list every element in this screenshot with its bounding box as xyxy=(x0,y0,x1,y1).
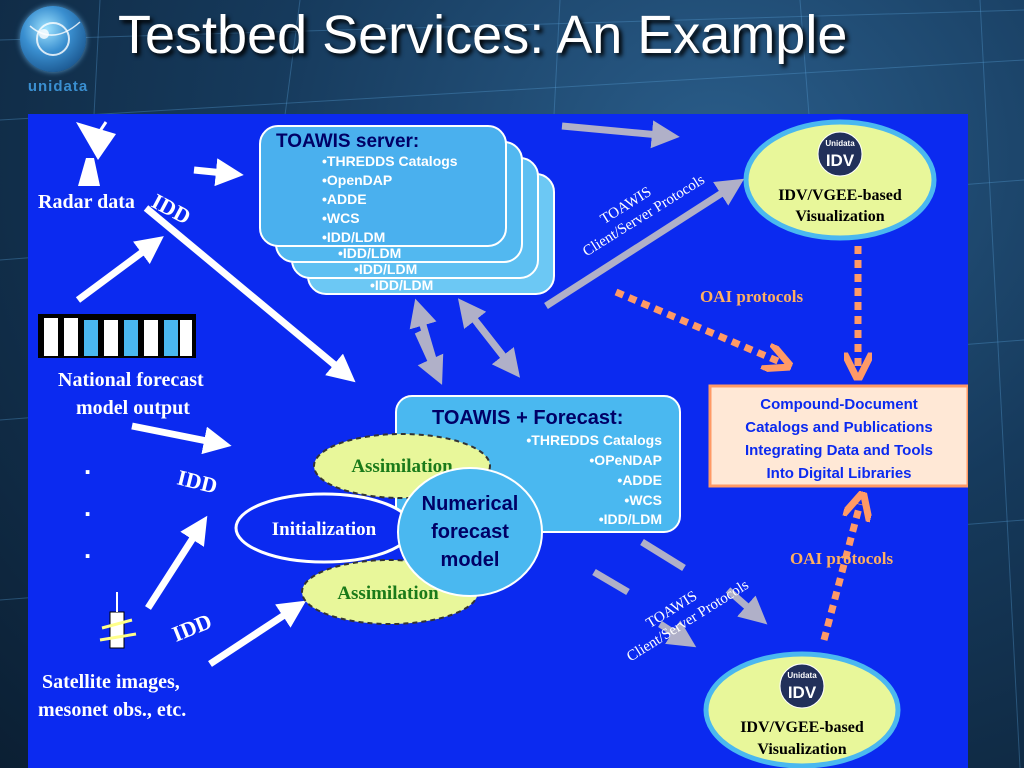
logo-text: unidata xyxy=(27,78,89,95)
toawis-server-stack-item: •IDD/LDM xyxy=(354,261,417,277)
arrow-forecast-dash xyxy=(592,568,630,596)
idv-badge-line1: Unidata xyxy=(825,139,855,148)
toawis-server-title: TOAWIS server: xyxy=(276,131,419,152)
national-forecast-label-line1: National forecast xyxy=(58,369,204,391)
compound-line3: Integrating Data and Tools xyxy=(745,442,933,459)
radar-dish-icon xyxy=(76,121,116,186)
toawis-server-stack-item: •IDD/LDM xyxy=(370,277,433,293)
unidata-logo: unidata xyxy=(10,6,100,102)
arrow-forecast-to-idv-bottom-dash xyxy=(640,539,686,571)
toawis-forecast-item: •ADDE xyxy=(617,472,662,488)
numerical-model-line1: Numerical xyxy=(422,493,519,515)
toawis-server-stack: TOAWIS server: •THREDDS Catalogs •OpenDA… xyxy=(259,125,555,295)
idd-label-middle: IDD xyxy=(175,465,220,499)
idv-badge-line2: IDV xyxy=(788,683,817,702)
slide-title: Testbed Services: An Example xyxy=(118,5,848,65)
idv-badge-line2: IDV xyxy=(826,151,855,170)
oai-arrow-idv-bottom-up xyxy=(820,504,860,641)
arrow-national-to-radar xyxy=(75,236,164,303)
initialization-label: Initialization xyxy=(272,519,377,540)
idd-label-satellite: IDD xyxy=(169,608,216,646)
idd-label-radar: IDD xyxy=(148,188,195,229)
assimilation-bottom-label: Assimilation xyxy=(337,583,439,604)
ellipsis-dot: . xyxy=(84,492,91,522)
ellipsis-dot: . xyxy=(84,450,91,480)
toawis-forecast-item: •OPeNDAP xyxy=(589,452,662,468)
arrow-satellite-to-initialization xyxy=(145,515,208,610)
supercomputer-icon xyxy=(38,314,196,358)
oai-protocols-upper: OAI protocols xyxy=(700,287,803,306)
idv-bottom-label-line1: IDV/VGEE-based xyxy=(740,719,864,736)
idv-visualization-bottom: Unidata IDV IDV/VGEE-based Visualization xyxy=(703,651,901,768)
toawis-server-item: •THREDDS Catalogs xyxy=(322,153,458,169)
arrow-forecast-server-diagonal xyxy=(457,298,517,373)
idv-visualization-top: Unidata IDV IDV/VGEE-based Visualization xyxy=(743,119,937,241)
idv-badge-icon xyxy=(779,663,825,709)
compound-line1: Compound-Document xyxy=(760,396,917,413)
toawis-server-item: •ADDE xyxy=(322,191,367,207)
oai-protocols-lower: OAI protocols xyxy=(790,549,893,568)
satellite-label-line2: mesonet obs., etc. xyxy=(38,699,186,721)
toawis-lower-protocol-label: TOAWIS Client/Server Protocols xyxy=(624,577,752,665)
idv-bottom-label-line2: Visualization xyxy=(757,741,846,758)
toawis-forecast-item: •IDD/LDM xyxy=(599,511,662,527)
arrow-server-to-idv-top xyxy=(561,120,680,149)
idv-top-label-line1: IDV/VGEE-based xyxy=(778,187,902,204)
compound-line4: Into Digital Libraries xyxy=(766,465,911,482)
idv-badge-line1: Unidata xyxy=(787,671,817,680)
radar-data-label: Radar data xyxy=(38,191,135,213)
arrow-radar-to-server xyxy=(193,158,244,187)
numerical-forecast-model-oval xyxy=(397,467,543,597)
arrow-national-to-forecast xyxy=(131,422,232,455)
idv-badge-icon xyxy=(817,131,863,177)
arrow-radar-to-forecast xyxy=(143,205,356,383)
national-forecast-label-line2: model output xyxy=(76,397,190,419)
toawis-forecast-title: TOAWIS + Forecast: xyxy=(432,407,623,429)
unidata-globe-icon xyxy=(20,6,86,72)
toawis-server-item: •IDD/LDM xyxy=(322,229,385,245)
numerical-model-line3: model xyxy=(441,549,500,571)
arrow-forecast-to-idv-bottom xyxy=(658,620,697,648)
assimilation-top-label: Assimilation xyxy=(351,456,453,477)
oai-arrow-upper-diagonal xyxy=(614,288,780,362)
toawis-forecast-item: •WCS xyxy=(624,492,662,508)
arrow-forecast-server-up xyxy=(409,298,442,377)
toawis-forecast-item: •THREDDS Catalogs xyxy=(526,432,662,448)
satellite-label-line1: Satellite images, xyxy=(42,671,180,693)
toawis-server-stack-item: •IDD/LDM xyxy=(338,245,401,261)
arrow-server-up-to-idv xyxy=(544,178,745,309)
arrow-forecast-to-idv-bottom-2 xyxy=(725,587,768,625)
diagram-panel: Radar data National forecast model outpu… xyxy=(28,114,968,768)
testbed-diagram: Radar data National forecast model outpu… xyxy=(38,119,968,768)
toawis-server-item: •OpenDAP xyxy=(322,172,392,188)
numerical-model-line2: forecast xyxy=(431,521,509,543)
idv-top-label-line2: Visualization xyxy=(795,208,884,225)
compound-line2: Catalogs and Publications xyxy=(745,419,933,436)
arrow-satellite-to-assimilation xyxy=(208,600,307,667)
ellipsis-dot: . xyxy=(84,534,91,564)
toawis-server-item: •WCS xyxy=(322,210,360,226)
compound-document-box: Compound-Document Catalogs and Publicati… xyxy=(708,384,968,488)
satellite-icon xyxy=(99,592,137,649)
